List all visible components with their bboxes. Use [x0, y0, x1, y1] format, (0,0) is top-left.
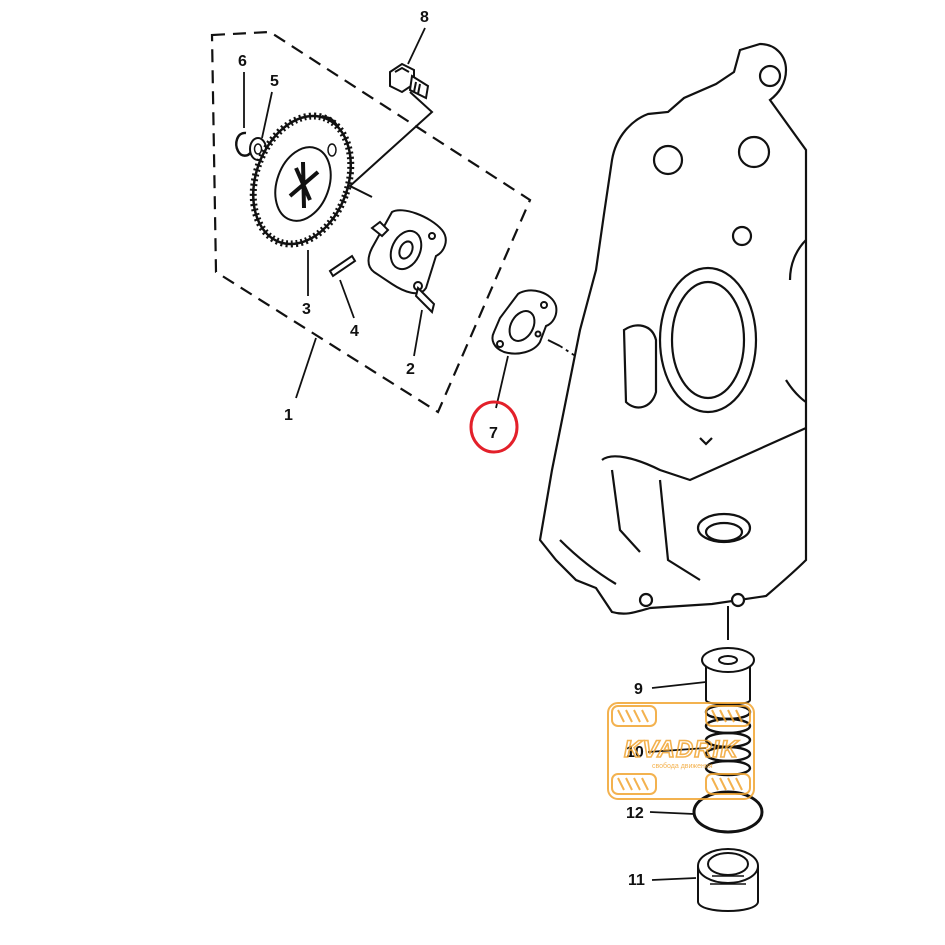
circlip-part-6 [235, 131, 253, 157]
crankcase-housing [538, 42, 808, 615]
oil-pump-part-2 [367, 209, 447, 314]
callout-6: 6 [238, 53, 247, 70]
watermark-subtitle: свобода движения [652, 762, 713, 770]
callout-12: 12 [626, 805, 644, 822]
assembly-boundary-dashed [210, 30, 532, 414]
callout-1: 1 [284, 407, 293, 424]
bolt-part-8 [389, 62, 430, 100]
callout-9: 9 [634, 681, 643, 698]
callout-4: 4 [350, 323, 359, 340]
bolt-connector-line [348, 91, 434, 198]
watermark-title: KVADRIK [624, 736, 739, 763]
callout-2: 2 [406, 361, 415, 378]
alignment-line [547, 339, 561, 347]
strainer-cap-part-9 [701, 647, 755, 706]
callout-3: 3 [302, 301, 311, 318]
watermark-logo: KVADRIK свобода движения [607, 702, 755, 800]
o-ring-part-12 [692, 790, 764, 834]
highlight-circle [469, 400, 519, 454]
drain-plug-part-11 [697, 848, 759, 912]
callout-10: 10 [626, 744, 644, 761]
leader-lines [243, 27, 707, 881]
pin-part-4 [328, 254, 357, 278]
callout-11: 11 [628, 872, 645, 889]
gasket-part-7 [491, 289, 558, 355]
callout-5: 5 [270, 73, 279, 90]
gear-part-3 [249, 112, 355, 248]
callout-7: 7 [489, 425, 498, 442]
callout-8: 8 [420, 9, 429, 26]
